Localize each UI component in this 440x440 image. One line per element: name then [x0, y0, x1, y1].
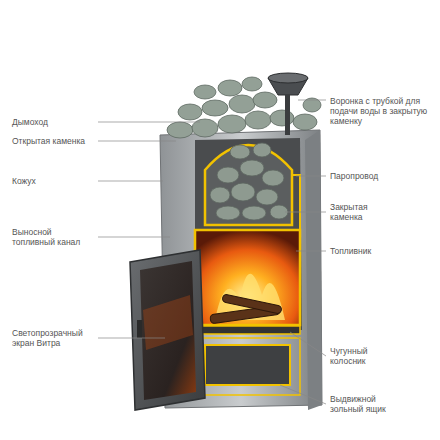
- part-label: Выносной топливный канал: [12, 227, 82, 247]
- leader-lines: [98, 100, 326, 404]
- part-label: Чугунный колосник: [330, 346, 400, 366]
- part-label: Закрытая каменка: [330, 202, 400, 222]
- part-label: Открытая каменка: [12, 136, 96, 146]
- part-label: Паропровод: [330, 171, 430, 181]
- part-label: Топливник: [330, 246, 430, 256]
- part-label: Воронка с трубкой для подачи воды в закр…: [330, 96, 430, 127]
- part-label: Дымоход: [12, 117, 96, 127]
- part-label: Светопрозрачный экран Витра: [12, 328, 96, 348]
- part-label: Кожух: [12, 176, 96, 186]
- part-label: Выдвижной зольный ящик: [330, 394, 400, 414]
